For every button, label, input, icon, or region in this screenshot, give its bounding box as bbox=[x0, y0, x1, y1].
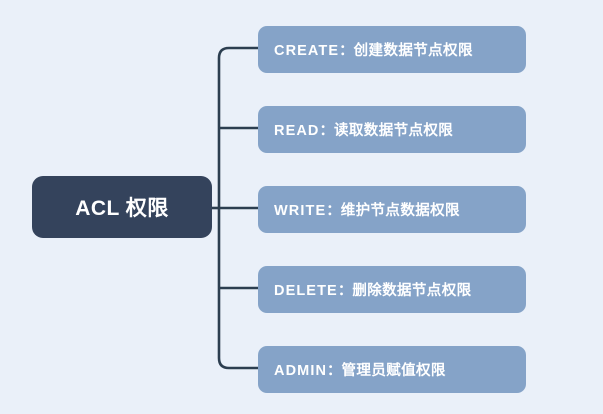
root-node-acl[interactable]: ACL 权限 bbox=[32, 176, 212, 238]
label-separator-create: ： bbox=[339, 43, 354, 59]
label-key-create: CREATE bbox=[274, 43, 340, 59]
child-node-label-admin: ADMIN：管理员赋值权限 bbox=[274, 359, 446, 380]
child-node-write[interactable]: WRITE：维护节点数据权限 bbox=[258, 186, 526, 233]
label-key-read: READ bbox=[274, 123, 320, 139]
root-node-label: ACL 权限 bbox=[75, 197, 169, 220]
child-node-label-delete: DELETE：删除数据节点权限 bbox=[274, 279, 472, 300]
child-node-delete[interactable]: DELETE：删除数据节点权限 bbox=[258, 266, 526, 313]
child-node-create[interactable]: CREATE：创建数据节点权限 bbox=[258, 26, 526, 73]
child-node-read[interactable]: READ：读取数据节点权限 bbox=[258, 106, 526, 153]
label-separator-admin: ： bbox=[327, 363, 342, 379]
child-node-label-write: WRITE：维护节点数据权限 bbox=[274, 199, 460, 220]
label-key-write: WRITE bbox=[274, 203, 327, 219]
child-node-label-read: READ：读取数据节点权限 bbox=[274, 119, 453, 140]
label-description-write: 维护节点数据权限 bbox=[340, 203, 460, 219]
label-description-read: 读取数据节点权限 bbox=[334, 123, 454, 139]
label-separator-delete: ： bbox=[337, 283, 353, 299]
label-separator-write: ： bbox=[326, 203, 341, 219]
label-separator-read: ： bbox=[319, 123, 335, 139]
label-key-admin: ADMIN bbox=[274, 363, 328, 379]
label-description-create: 创建数据节点权限 bbox=[353, 43, 473, 59]
connector-trunk bbox=[217, 46, 258, 370]
child-node-admin[interactable]: ADMIN：管理员赋值权限 bbox=[258, 346, 526, 393]
label-key-delete: DELETE bbox=[274, 283, 338, 299]
child-node-label-create: CREATE：创建数据节点权限 bbox=[274, 39, 473, 60]
label-description-admin: 管理员赋值权限 bbox=[341, 363, 446, 379]
label-description-delete: 删除数据节点权限 bbox=[352, 283, 472, 299]
